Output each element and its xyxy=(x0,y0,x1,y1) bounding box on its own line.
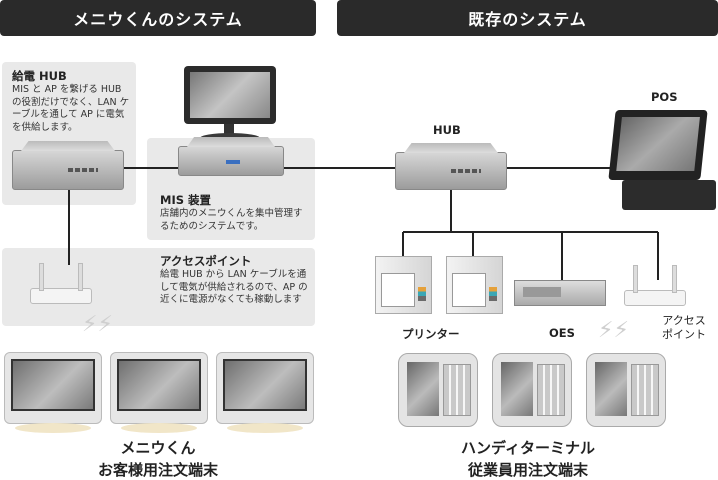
handy-terminal-caption: ハンディターミナル従業員用注文端末 xyxy=(461,439,595,479)
monitor-stand xyxy=(224,124,234,136)
hub-label: HUB xyxy=(433,123,461,137)
customer-terminal-caption: メニウくんお客様用注文端末 xyxy=(97,439,218,479)
mis-device xyxy=(178,146,284,176)
oes-label: OES xyxy=(549,326,575,340)
header-existing-system: 既存のシステム xyxy=(337,0,718,36)
mis-title: MIS 装置 xyxy=(160,193,212,207)
access-point-title: アクセスポイント xyxy=(160,254,252,268)
customer-terminal xyxy=(110,352,208,433)
handy-terminal xyxy=(492,353,572,427)
poe-hub-title: 給電 HUB xyxy=(12,69,67,83)
printer-device xyxy=(375,256,432,314)
handy-terminal xyxy=(398,353,478,427)
customer-terminal xyxy=(4,352,102,433)
access-point-panel xyxy=(2,248,315,326)
pos-terminal xyxy=(608,110,708,180)
handy-terminal xyxy=(586,353,666,427)
access-point-label: アクセスポイント xyxy=(662,314,706,341)
access-point-device xyxy=(30,263,92,304)
wireless-signal-icon: ⚡⚡ xyxy=(598,318,629,343)
hub-device xyxy=(395,152,507,190)
oes-device xyxy=(514,280,606,306)
customer-terminal xyxy=(216,352,314,433)
mis-monitor xyxy=(184,66,276,124)
poe-hub-device xyxy=(12,150,124,190)
printer-label: プリンター xyxy=(402,327,460,341)
pos-base xyxy=(622,180,716,210)
printer-device xyxy=(446,256,503,314)
wireless-signal-icon: ⚡⚡ xyxy=(82,312,113,337)
poe-hub-desc: MIS と AP を繋げる HUB の役割だけでなく、LAN ケーブルを通して … xyxy=(12,84,130,133)
mis-desc: 店舗内のメニウくんを集中管理するためのシステムです。 xyxy=(160,208,303,232)
access-point-desc: 給電 HUB から LAN ケーブルを通して電気が供給されるので、AP の近くに… xyxy=(160,269,308,305)
header-menyu-system: メニウくんのシステム xyxy=(0,0,316,36)
pos-label: POS xyxy=(651,90,678,104)
access-point-device-existing xyxy=(624,265,686,306)
